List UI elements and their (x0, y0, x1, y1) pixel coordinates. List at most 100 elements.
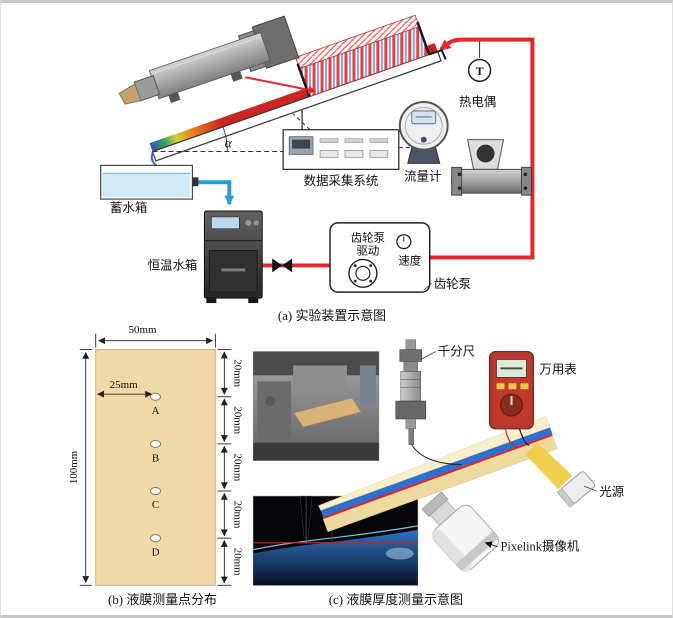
heater-hatch (294, 14, 420, 70)
reservoir-outlet (192, 177, 199, 187)
laser-nozzle (118, 83, 142, 105)
inclined-plate: α (149, 14, 447, 168)
cylinder-cap-right (520, 166, 532, 196)
panel-a-apparatus: α 蓄水箱 (100, 14, 535, 323)
dim-width-label: 50mm (129, 324, 158, 336)
multimeter-btn-3 (520, 383, 529, 390)
point-C (150, 486, 162, 496)
micrometer: 千分尺 (395, 339, 475, 445)
test-plate (95, 349, 216, 586)
camera-label: Pixelink摄像机 (501, 539, 580, 554)
seg-label-5: 20mm (231, 548, 243, 576)
laser-highlight (152, 36, 261, 75)
daq-slot-3 (369, 150, 389, 158)
light-source: 光源 (525, 442, 624, 508)
thermostat-foot-1 (206, 298, 217, 304)
probe-wire-black (518, 428, 530, 446)
micrometer-ratchet (403, 361, 419, 372)
daq-display-screen (292, 139, 311, 149)
flow-meter-label: 流量计 (404, 169, 441, 183)
seg-label-4: 20mm (231, 501, 243, 529)
thermostat-knob-1 (245, 219, 252, 226)
thermostat-label: 恒温水箱 (148, 257, 198, 272)
light-beam (525, 442, 573, 490)
wedge-top-layer (318, 416, 551, 511)
gear-pump-unit: 齿轮泵 驱动 速度 齿轮泵 (329, 222, 471, 293)
thermostat-knob-2 (253, 220, 259, 226)
daq-system: 数据采集系统 (282, 113, 410, 188)
laser-body (148, 32, 271, 100)
film-photo (252, 495, 419, 586)
reservoir-label: 蓄水箱 (110, 200, 147, 215)
valve-left (272, 258, 283, 273)
figure-canvas: α 蓄水箱 (68, 14, 624, 607)
camera-leader-arrow (484, 541, 498, 548)
angle-arc (222, 126, 228, 152)
daq-slot-1 (319, 150, 339, 158)
photo-shadow-bottom (253, 442, 379, 461)
pump-drive-label-2: 驱动 (356, 245, 379, 258)
cyl-bolt-4 (523, 186, 528, 190)
laser-foot-2 (230, 70, 243, 82)
cylinder-pump (451, 139, 532, 196)
point-D (150, 534, 162, 543)
photo-blob (265, 396, 276, 407)
photo-equipment-3 (359, 365, 376, 406)
point-D-label: D (152, 547, 160, 559)
cyl-bolt-1 (457, 172, 462, 177)
pump-hopper-ball (476, 144, 495, 163)
probe-wire-red (504, 428, 519, 448)
photo-equipment-1 (257, 381, 292, 439)
micrometer-label: 千分尺 (438, 345, 475, 359)
point-B-label: B (152, 453, 159, 465)
micrometer-leader (420, 351, 436, 360)
thermostat-display (211, 216, 240, 230)
cylinder-cap-left (451, 166, 463, 196)
thermocouple: T 热电偶 (459, 41, 496, 109)
film-glow-band (253, 529, 418, 586)
flow-meter-face (404, 106, 443, 145)
camera-band (455, 531, 499, 571)
micrometer-top (405, 339, 417, 350)
cyl-bolt-3 (523, 172, 528, 177)
lab-photo (252, 351, 380, 461)
caption-c: (c) 液膜厚度测量示意图 (329, 592, 463, 607)
pump-head-inner (355, 265, 371, 281)
photo-test-plate (293, 397, 362, 428)
segment-dimensions: 20mm 20mm 20mm 20mm 20mm (217, 349, 243, 586)
multimeter: 万用表 (488, 350, 577, 430)
thermocouple-symbol: T (476, 64, 484, 78)
valve-right (282, 258, 293, 273)
thermostat-bath: 恒温水箱 (148, 210, 263, 304)
daq-vent-1 (319, 138, 339, 143)
plate-wedge (318, 416, 558, 533)
cyl-bolt-2 (457, 186, 462, 190)
reservoir-tank: 蓄水箱 (100, 164, 199, 215)
point-A (150, 392, 162, 401)
flow-meter: 流量计 (398, 101, 449, 183)
dim-height-label: 100mm (68, 450, 80, 484)
pump-bolt-3 (353, 279, 357, 283)
wedge-red-line (322, 433, 553, 519)
pump-drive-label-1: 齿轮泵 (351, 231, 385, 245)
micrometer-spindle (408, 428, 415, 445)
thermostat-logo (221, 268, 246, 272)
hot-pipe (429, 37, 535, 260)
reservoir-water (102, 173, 191, 198)
seg-label-3: 20mm (231, 454, 243, 482)
daq-vent-3 (369, 138, 389, 143)
micrometer-barrel (400, 371, 422, 402)
pump-bolt-1 (369, 264, 373, 268)
point-C-label: C (152, 499, 159, 511)
panel-b-measurement-points: 50mm 25mm A B C D 100mm (68, 324, 244, 607)
cold-pipe (194, 180, 235, 206)
light-source-leader (584, 485, 598, 492)
lamp-head (556, 487, 575, 508)
heater-foot (428, 48, 447, 60)
daq-signal-line-1 (292, 113, 311, 131)
caption-a: (a) 实验装置示意图 (278, 308, 386, 323)
photo-shadow-top (253, 351, 379, 376)
light-source-label: 光源 (599, 485, 624, 499)
photo-equipment-2 (293, 365, 347, 394)
heater-bracket-left (296, 63, 311, 97)
